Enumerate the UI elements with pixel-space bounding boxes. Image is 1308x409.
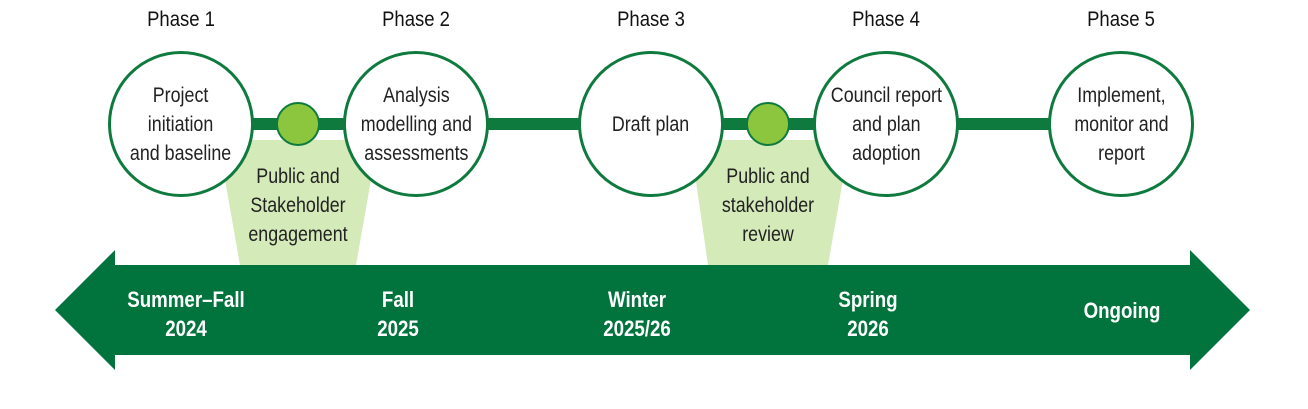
phase-label-1: Phase 1 bbox=[147, 8, 215, 31]
phase-label-5: Phase 5 bbox=[1087, 8, 1155, 31]
timeline-label-4: Spring 2026 bbox=[838, 287, 898, 341]
timeline-label-5: Ongoing bbox=[1083, 298, 1161, 323]
timeline-label-2: Fall 2025 bbox=[377, 287, 419, 341]
engagement-text-2: Public and stakeholder review bbox=[721, 165, 815, 246]
phase-text-1: Project initiation and baseline bbox=[130, 83, 232, 165]
phase-circle-5: Implement, monitor and report bbox=[1048, 51, 1194, 197]
phase-text-2: Analysis modelling and assessments bbox=[360, 83, 472, 165]
timeline-arrow bbox=[55, 250, 1250, 370]
phase-text-5: Implement, monitor and report bbox=[1073, 83, 1169, 165]
phase-circle-1: Project initiation and baseline bbox=[108, 51, 254, 197]
engagement-shape-2 bbox=[690, 140, 850, 265]
timeline-label-3: Winter 2025/26 bbox=[603, 287, 671, 341]
phase-label-4: Phase 4 bbox=[852, 8, 920, 31]
phase-circle-2: Analysis modelling and assessments bbox=[343, 51, 489, 197]
phase-circle-4: Council report and plan adoption bbox=[813, 51, 959, 197]
engagement-dot-2 bbox=[746, 102, 790, 146]
engagement-shape-1 bbox=[218, 140, 378, 265]
engagement-dot-1 bbox=[276, 102, 320, 146]
phase-text-4: Council report and plan adoption bbox=[830, 83, 942, 165]
connector-4-5 bbox=[955, 118, 1055, 130]
timeline-label-1: Summer–Fall 2024 bbox=[127, 287, 245, 341]
phase-circle-3: Draft plan bbox=[578, 51, 724, 197]
connector-2-3 bbox=[485, 118, 585, 130]
phase-label-2: Phase 2 bbox=[382, 8, 450, 31]
engagement-text-1: Public and Stakeholder engagement bbox=[248, 165, 348, 246]
phase-text-3: Draft plan bbox=[612, 112, 690, 136]
phase-label-3: Phase 3 bbox=[617, 8, 685, 31]
